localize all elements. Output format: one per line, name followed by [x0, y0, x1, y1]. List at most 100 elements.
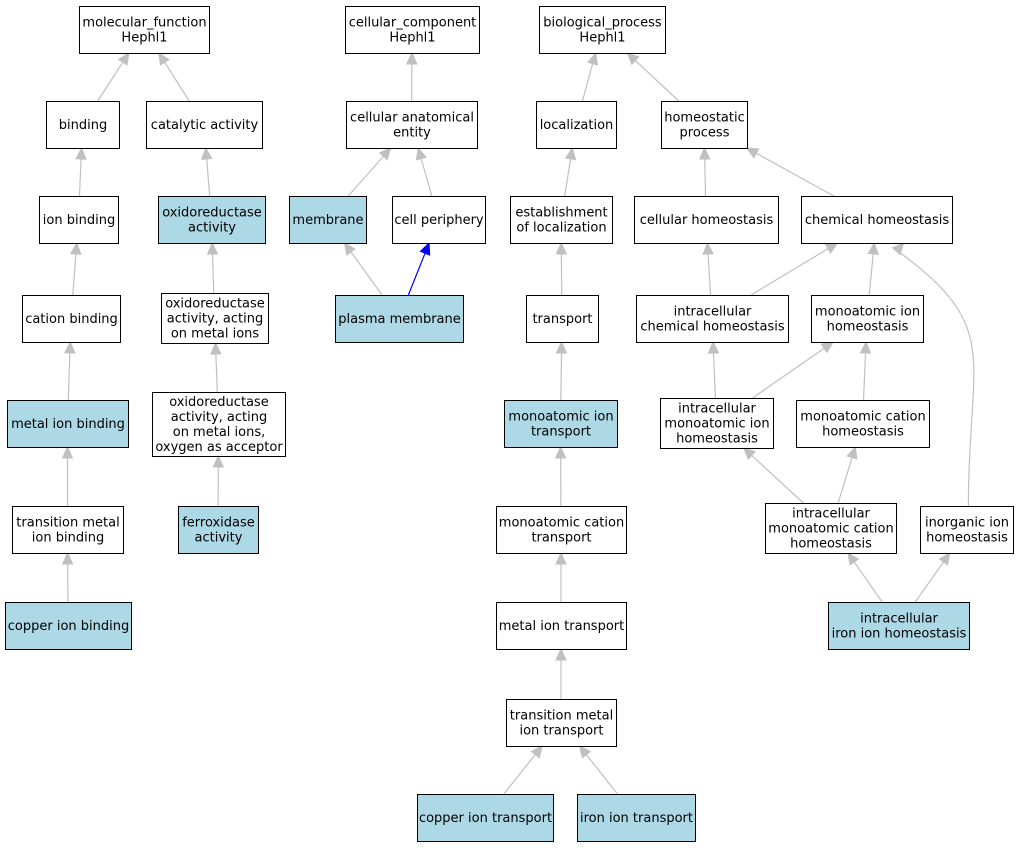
term-label: monoatomic ion	[815, 305, 920, 320]
term-box	[506, 699, 617, 747]
arrowhead	[415, 146, 427, 161]
edge-line	[67, 351, 71, 401]
edge-line	[407, 252, 426, 296]
term-node-cation-binding[interactable]: cation binding	[22, 295, 121, 343]
term-label: intracellular	[674, 305, 752, 320]
term-label: inorganic ion	[925, 516, 1009, 531]
arrowhead	[61, 551, 74, 565]
edge-line	[163, 61, 190, 102]
edge-line	[564, 157, 572, 197]
term-node-localization[interactable]: localization	[536, 101, 617, 149]
arrowhead	[867, 241, 879, 255]
term-label: Hephl1	[579, 31, 625, 46]
term-label: oxidoreductase	[165, 297, 265, 312]
edge-line	[585, 753, 618, 795]
edge-plasma_membrane-to-cell_periphery	[407, 241, 431, 296]
term-label: Hephl1	[121, 31, 167, 46]
term-node-binding[interactable]: binding	[46, 101, 120, 149]
term-label: membrane	[292, 213, 363, 228]
edge-line	[420, 157, 433, 197]
edge-establish_loc-to-localization	[564, 146, 577, 197]
edge-metal_ion_transport-to-mono_cation_transport	[555, 551, 567, 602]
arrowhead	[891, 242, 905, 256]
term-node-chem-homeo[interactable]: chemical homeostasis	[801, 196, 953, 244]
term-box	[392, 196, 486, 244]
term-box	[417, 794, 554, 842]
term-node-copper-transport[interactable]: copper ion transport	[417, 794, 554, 842]
term-box	[801, 196, 953, 244]
term-node-metal-ion-transport[interactable]: metal ion transport	[496, 602, 627, 650]
term-node-transport[interactable]: transport	[526, 295, 599, 343]
arrowhead	[343, 242, 356, 256]
term-label: chemical homeostasis	[805, 213, 950, 228]
edge-line	[211, 252, 215, 294]
arrowhead	[75, 146, 87, 160]
term-node-copper-binding[interactable]: copper ion binding	[5, 602, 132, 650]
edge-line	[837, 456, 853, 504]
arrowhead	[555, 340, 568, 354]
term-node-ion-binding[interactable]: ion binding	[39, 196, 119, 244]
term-node-cell-periphery[interactable]: cell periphery	[392, 196, 486, 244]
term-label: biological_process	[543, 16, 662, 31]
term-node-membrane[interactable]: membrane	[289, 196, 367, 244]
edge-anat_entity-to-cc_root	[406, 51, 418, 102]
term-label: metal ion transport	[499, 619, 624, 634]
edge-line	[862, 351, 867, 401]
edge-cell_periphery-to-anat_entity	[415, 146, 433, 197]
term-node-catalytic[interactable]: catalytic activity	[146, 101, 263, 149]
term-label: copper ion binding	[8, 619, 129, 634]
arrowhead	[206, 241, 219, 255]
term-label: transition metal	[510, 709, 613, 724]
arrowhead	[419, 241, 431, 256]
edge-intra_chem_homeo-to-cell_homeo	[702, 241, 714, 296]
edge-mono_cation_transport-to-mono_ion_transport	[554, 445, 567, 507]
edge-intra_mono_ion_homeo-to-mono_ion_homeo	[752, 341, 835, 399]
term-box	[496, 602, 627, 650]
term-label: iron ion transport	[580, 811, 693, 826]
edge-metal_ion_binding-to-cation_binding	[64, 340, 76, 401]
edge-ferroxidase-to-oxido_oxygen	[212, 454, 225, 507]
term-node-iron-transport[interactable]: iron ion transport	[577, 794, 696, 842]
term-box	[920, 506, 1014, 554]
term-label: homeostasis	[926, 531, 1008, 546]
term-box	[661, 101, 748, 149]
arrowhead	[702, 241, 714, 255]
arrowhead	[586, 51, 599, 66]
term-label: cell periphery	[394, 213, 484, 228]
edge-iron_transport-to-trans_metal_transport	[578, 745, 618, 795]
term-node-metal-ion-binding[interactable]: metal ion binding	[7, 400, 129, 448]
term-label: cation binding	[25, 312, 118, 327]
edge-oxidoreductase-to-catalytic	[201, 146, 213, 197]
term-box	[504, 400, 618, 448]
edge-line	[97, 61, 124, 102]
term-box	[5, 602, 132, 650]
arrowhead	[846, 445, 858, 460]
term-node-plasma-membrane[interactable]: plasma membrane	[335, 295, 464, 343]
term-node-cell-homeo[interactable]: cellular homeostasis	[634, 196, 779, 244]
edge-trans_metal_binding-to-metal_ion_binding	[61, 445, 74, 506]
edge-line	[707, 252, 712, 296]
arrowhead	[745, 147, 760, 159]
term-label: cellular homeostasis	[640, 213, 774, 228]
